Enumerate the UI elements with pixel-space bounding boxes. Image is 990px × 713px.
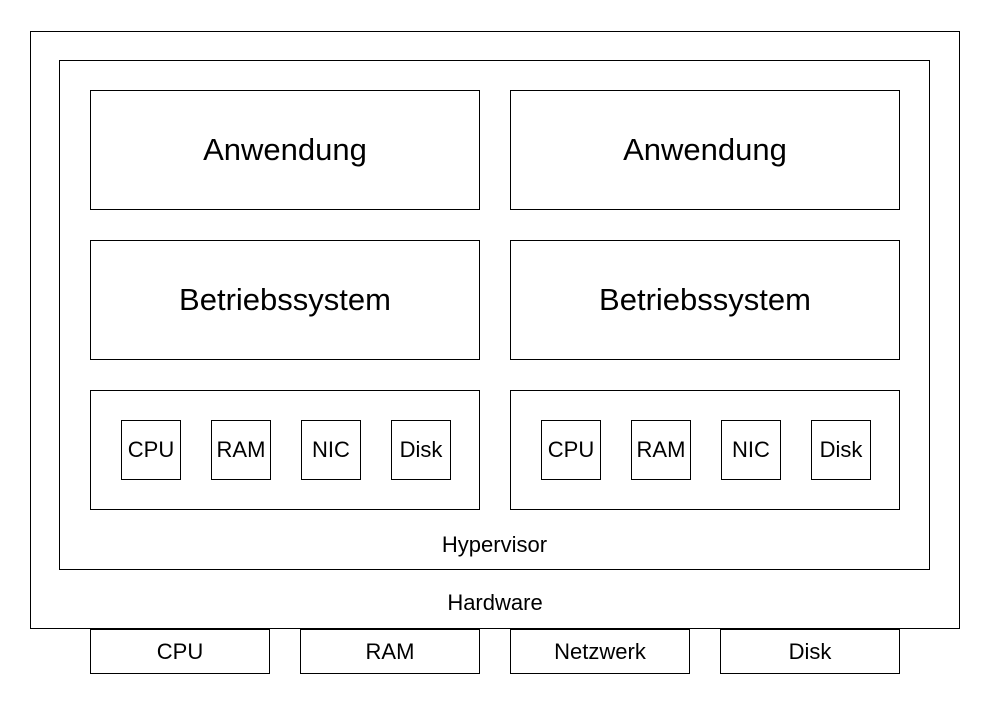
- vm-1-os-label: Betriebssystem: [179, 282, 391, 317]
- physical-device-box-cpu: CPU: [90, 629, 270, 674]
- vm-1-os-box: Betriebssystem: [90, 240, 480, 360]
- physical-device-row: CPU RAM Netzwerk Disk: [90, 629, 900, 674]
- vm-1-device-box-nic: NIC: [301, 420, 361, 480]
- vm-2-device-box-nic: NIC: [721, 420, 781, 480]
- vm-1-device-box-disk: Disk: [391, 420, 451, 480]
- vm-2-device-box-ram: RAM: [631, 420, 691, 480]
- hypervisor-label: Hypervisor: [441, 532, 548, 557]
- vm-1-device-box-ram: RAM: [211, 420, 271, 480]
- vm-1: Anwendung Betriebssystem CPU RAM NIC Dis…: [90, 90, 480, 510]
- vm-2-application-label: Anwendung: [623, 132, 787, 167]
- vm-2-os-box: Betriebssystem: [510, 240, 900, 360]
- physical-device-box-disk: Disk: [720, 629, 900, 674]
- hardware-label: Hardware: [447, 590, 543, 615]
- vm-2-os-label: Betriebssystem: [599, 282, 811, 317]
- vm-1-virtual-hardware-box: CPU RAM NIC Disk: [90, 390, 480, 510]
- vm-2: Anwendung Betriebssystem CPU RAM NIC Dis…: [510, 90, 900, 510]
- physical-device-box-network: Netzwerk: [510, 629, 690, 674]
- physical-device-box-ram: RAM: [300, 629, 480, 674]
- vm-1-device-box-cpu: CPU: [121, 420, 181, 480]
- vm-2-device-box-disk: Disk: [811, 420, 871, 480]
- vm-1-application-box: Anwendung: [90, 90, 480, 210]
- vm-1-application-label: Anwendung: [203, 132, 367, 167]
- vm-2-device-box-cpu: CPU: [541, 420, 601, 480]
- vm-2-virtual-hardware-box: CPU RAM NIC Disk: [510, 390, 900, 510]
- vm-2-application-box: Anwendung: [510, 90, 900, 210]
